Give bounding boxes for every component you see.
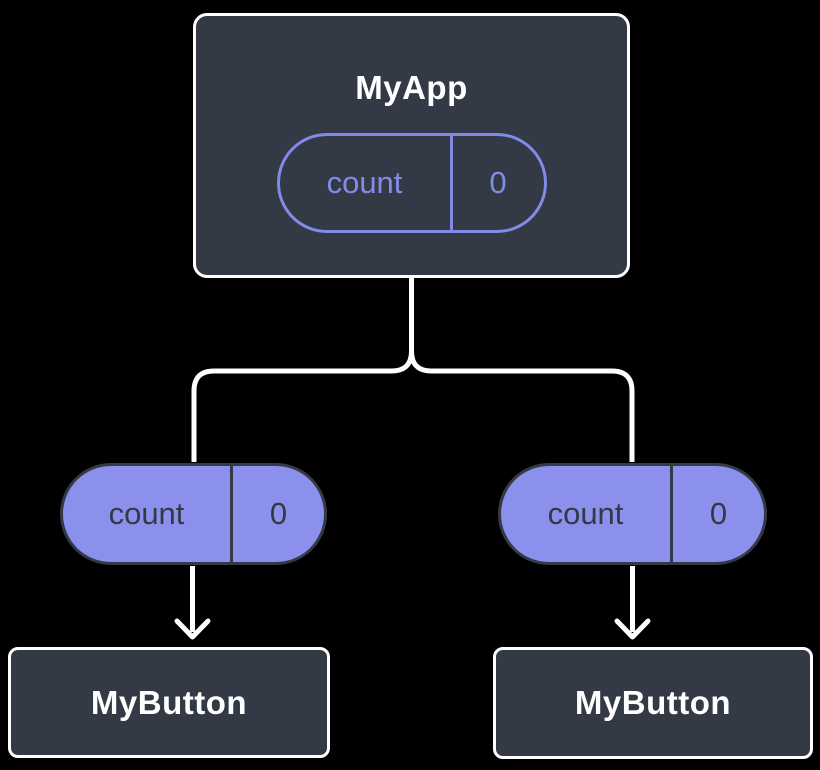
child-node-title: MyButton <box>574 684 732 721</box>
prop-name: count <box>547 496 624 531</box>
prop-value: 0 <box>269 496 288 531</box>
pill-divider <box>449 136 453 230</box>
prop-value: 0 <box>709 496 728 531</box>
parent-node-title: MyApp <box>355 69 468 106</box>
parent-node-myapp: MyApp count 0 <box>193 13 630 278</box>
arrow-down-icon <box>174 566 211 640</box>
arrow-down-icon <box>614 566 651 640</box>
state-name: count <box>326 165 403 200</box>
pill-divider <box>670 466 673 562</box>
state-pill: count 0 <box>276 133 547 233</box>
state-value: 0 <box>489 165 507 200</box>
prop-pill-right: count 0 <box>498 463 767 565</box>
child-node-title: MyButton <box>90 683 248 721</box>
prop-pill-left: count 0 <box>60 463 327 565</box>
child-node-mybutton-left: MyButton <box>8 647 330 758</box>
pill-divider <box>230 466 233 562</box>
branch-right-line <box>409 350 635 462</box>
prop-name: count <box>108 496 185 531</box>
child-node-mybutton-right: MyButton <box>493 647 813 759</box>
branch-left-line <box>191 277 414 462</box>
